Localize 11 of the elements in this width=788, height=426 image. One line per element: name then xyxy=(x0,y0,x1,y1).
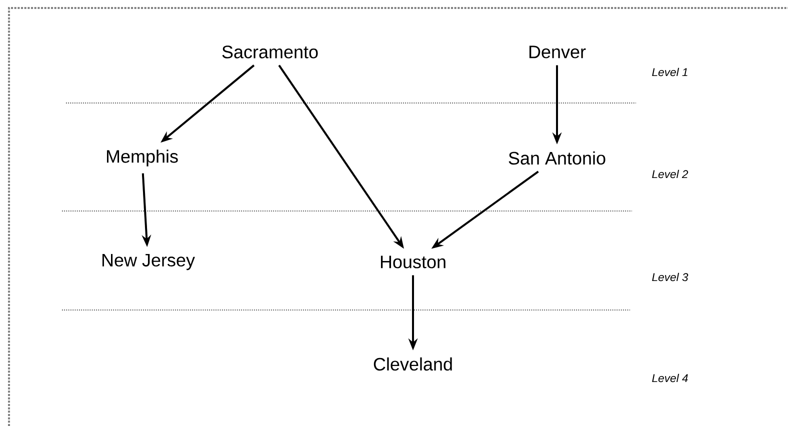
city-name: San Antonio xyxy=(508,151,606,165)
level-label: Level 1 xyxy=(652,68,688,76)
city-name: Sacramento xyxy=(222,46,318,58)
city-name: Cleveland xyxy=(374,357,452,371)
city-name: Denver xyxy=(529,46,586,58)
level-label: Level 3 xyxy=(652,272,688,282)
level-label: Level 2 xyxy=(652,170,688,178)
level-label: Level 4 xyxy=(652,374,688,382)
city-name: Houston xyxy=(380,256,446,268)
city-name: New Jersey xyxy=(102,254,195,270)
city-name: Memphis xyxy=(106,150,178,166)
